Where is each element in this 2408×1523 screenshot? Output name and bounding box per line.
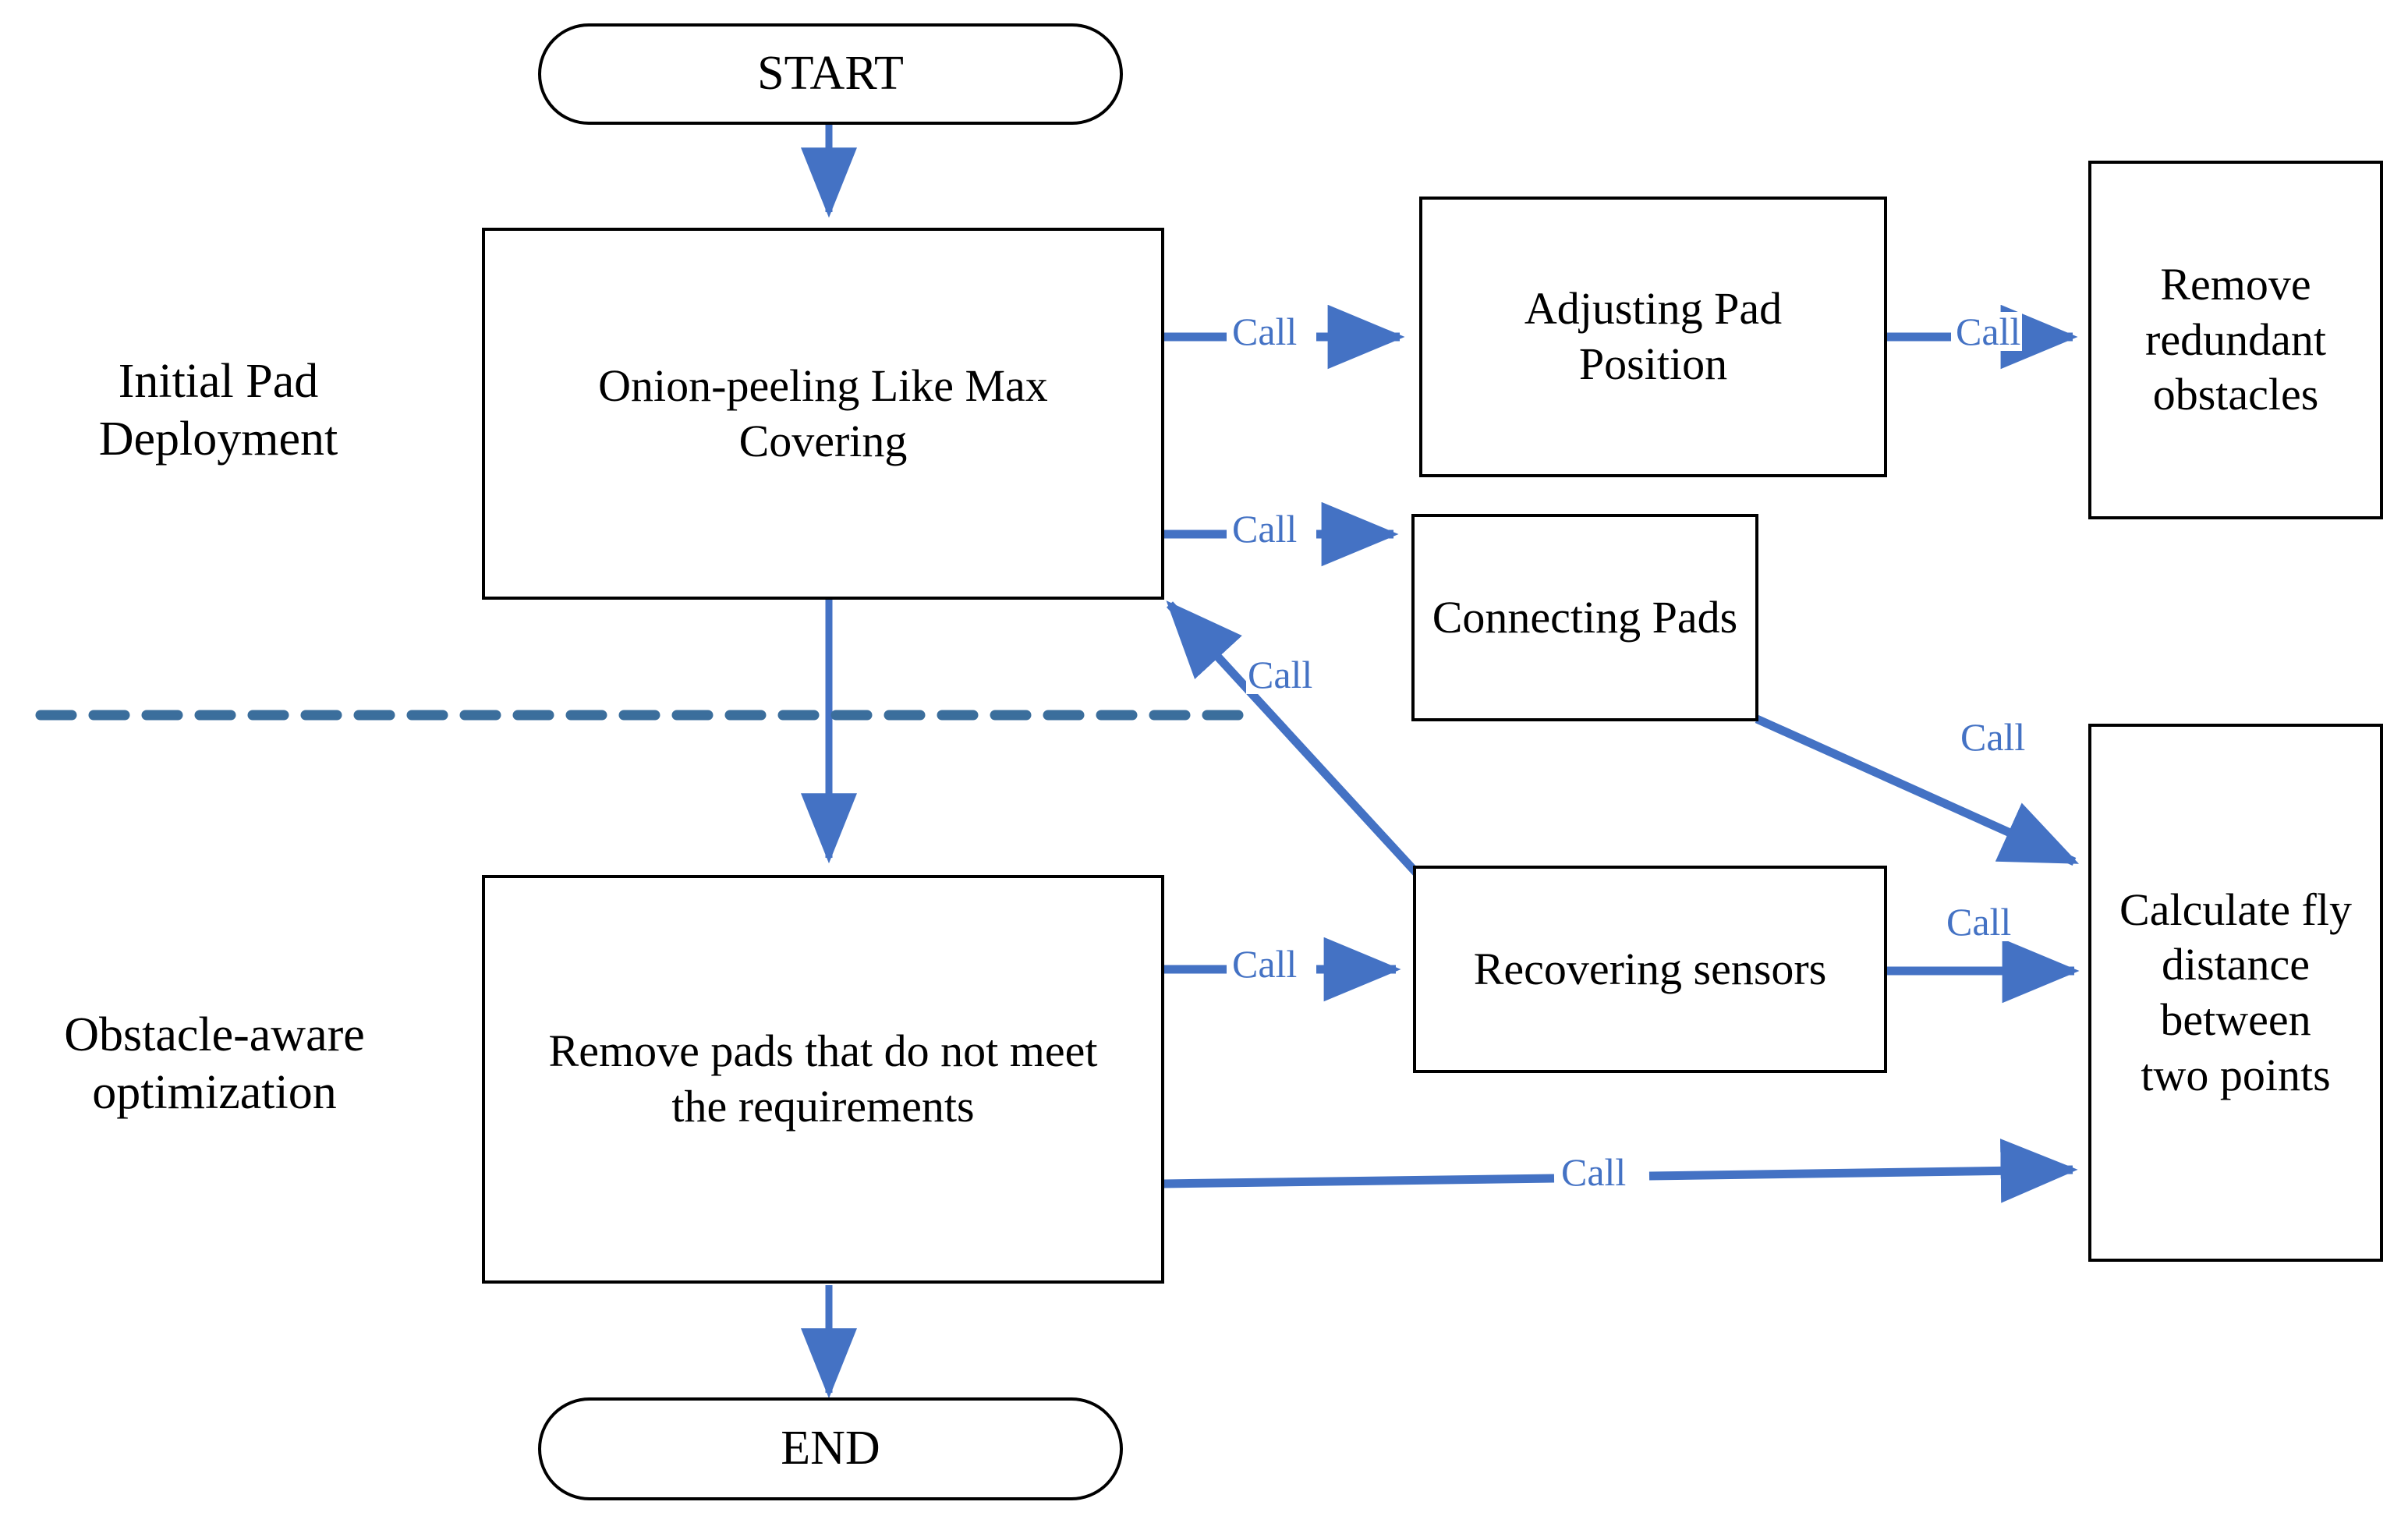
edge-label-adjusting-to-removeobstacles: Call — [1954, 310, 2023, 353]
node-onion-peeling-max-covering-label: Onion-peeling Like Max Covering — [598, 359, 1048, 466]
node-recovering-sensors-label: Recovering sensors — [1473, 943, 1827, 994]
node-remove-redundant-obstacles[interactable]: Remove redundant obstacles — [2088, 161, 2383, 519]
phase-label-obstacle-aware-optimization: Obstacle-aware optimization — [64, 1008, 365, 1120]
node-end[interactable]: END — [538, 1397, 1123, 1500]
node-connecting-pads[interactable]: Connecting Pads — [1411, 514, 1758, 721]
node-remove-pads-not-meeting-requirements[interactable]: Remove pads that do not meet the require… — [482, 875, 1164, 1284]
node-connecting-pads-label: Connecting Pads — [1432, 591, 1738, 643]
node-adjusting-pad-position-label: Adjusting Pad Position — [1524, 283, 1783, 389]
node-adjusting-pad-position[interactable]: Adjusting Pad Position — [1419, 197, 1887, 477]
node-start-label: START — [757, 47, 904, 101]
edge-label-recovering-to-onion: Call — [1246, 653, 1315, 696]
edge-label-onion-to-connecting: Call — [1231, 507, 1299, 551]
node-recovering-sensors[interactable]: Recovering sensors — [1413, 866, 1887, 1073]
node-end-label: END — [781, 1422, 880, 1475]
edge-label-recovering-to-calcdistance: Call — [1945, 900, 2013, 944]
node-remove-redundant-obstacles-label: Remove redundant obstacles — [2145, 258, 2326, 420]
edge-label-connecting-to-calcdistance: Call — [1959, 715, 2027, 759]
node-start[interactable]: START — [538, 23, 1123, 125]
node-calculate-fly-distance-label: Calculate fly distance between two point… — [2119, 884, 2352, 1100]
edge-label-onion-to-adjusting: Call — [1231, 310, 1299, 353]
edge-recovering-to-onion — [1166, 600, 1439, 896]
node-onion-peeling-max-covering[interactable]: Onion-peeling Like Max Covering — [482, 228, 1164, 600]
edge-label-removepads-to-recovering: Call — [1231, 942, 1299, 986]
node-remove-pads-not-meeting-requirements-label: Remove pads that do not meet the require… — [548, 1025, 1098, 1132]
edge-label-removepads-to-calcdistance: Call — [1560, 1150, 1628, 1194]
phase-label-initial-pad-deployment: Initial Pad Deployment — [98, 355, 338, 466]
node-calculate-fly-distance[interactable]: Calculate fly distance between two point… — [2088, 724, 2383, 1262]
